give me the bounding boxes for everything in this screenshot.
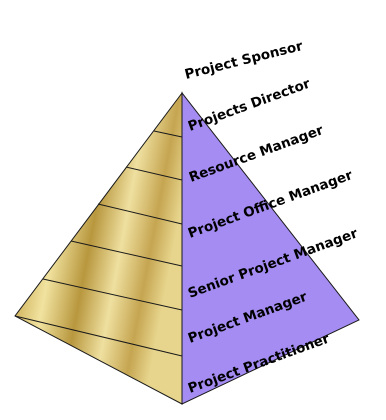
pyramid-left-face <box>14 91 183 405</box>
tier-dividers <box>14 130 183 357</box>
tier-divider-1 <box>153 130 183 138</box>
tier-label-projects-director: Projects Director <box>186 76 313 135</box>
tier-divider-3 <box>97 203 183 225</box>
pyramid-right-face <box>181 91 360 405</box>
apex-label: Project Sponsor <box>183 38 305 83</box>
tier-divider-4 <box>70 240 183 267</box>
tier-divider-5 <box>42 278 183 311</box>
tier-divider-6 <box>14 315 183 357</box>
tier-divider-2 <box>125 166 183 181</box>
